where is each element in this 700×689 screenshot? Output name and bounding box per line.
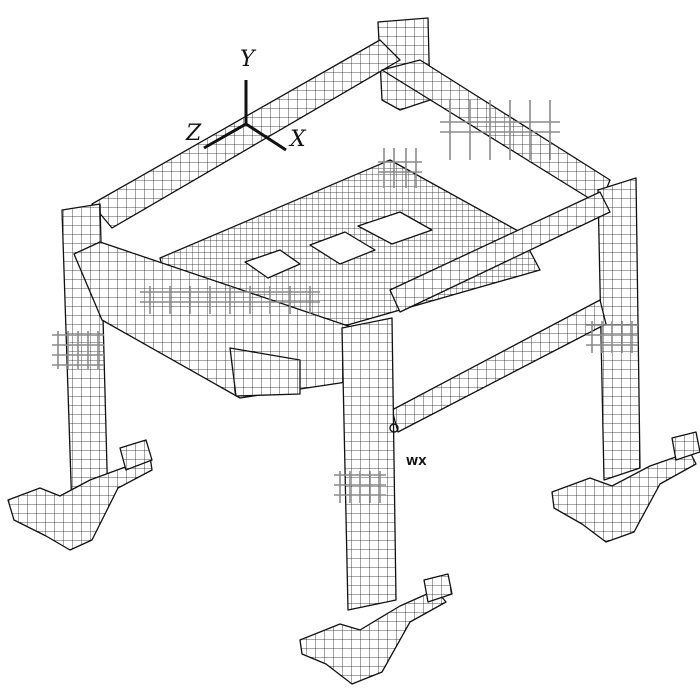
node-annotation: WX [389, 423, 427, 468]
z-axis-label: Z [185, 121, 202, 146]
platform-cutout-1 [309, 231, 376, 265]
foot-front-right-pad [423, 573, 453, 603]
lower-tie-beam [391, 299, 607, 433]
constraint-right-column [586, 321, 638, 353]
x-axis-line [245, 122, 287, 152]
back-left-beam [91, 39, 401, 229]
foot-right-far [551, 451, 697, 543]
right-far-column [597, 177, 641, 481]
load-front-girder [140, 286, 320, 314]
right-side-beam [389, 191, 611, 313]
y-axis-label: Y [240, 47, 257, 72]
foot-right-far-pad [671, 431, 700, 461]
constraint-front-right-column [334, 471, 386, 503]
front-right-column [341, 317, 397, 611]
node-marker [389, 423, 399, 433]
coordinate-triad: Y Z X [185, 47, 307, 152]
load-center [378, 148, 422, 188]
platform-cutout-2 [357, 211, 433, 245]
foot-front-left-pad [119, 439, 153, 471]
node-label: WX [406, 455, 427, 468]
load-back-rail [440, 100, 560, 160]
gantry-structure [7, 17, 700, 685]
foot-front-left [7, 455, 153, 551]
platform-cutout-3 [244, 249, 301, 279]
x-axis-label: X [288, 127, 307, 152]
z-axis-line [203, 122, 247, 150]
constraint-left-column [52, 331, 104, 369]
constraint-markers [52, 100, 638, 503]
foot-front-right [299, 589, 447, 685]
girder-side-plate [229, 347, 301, 397]
